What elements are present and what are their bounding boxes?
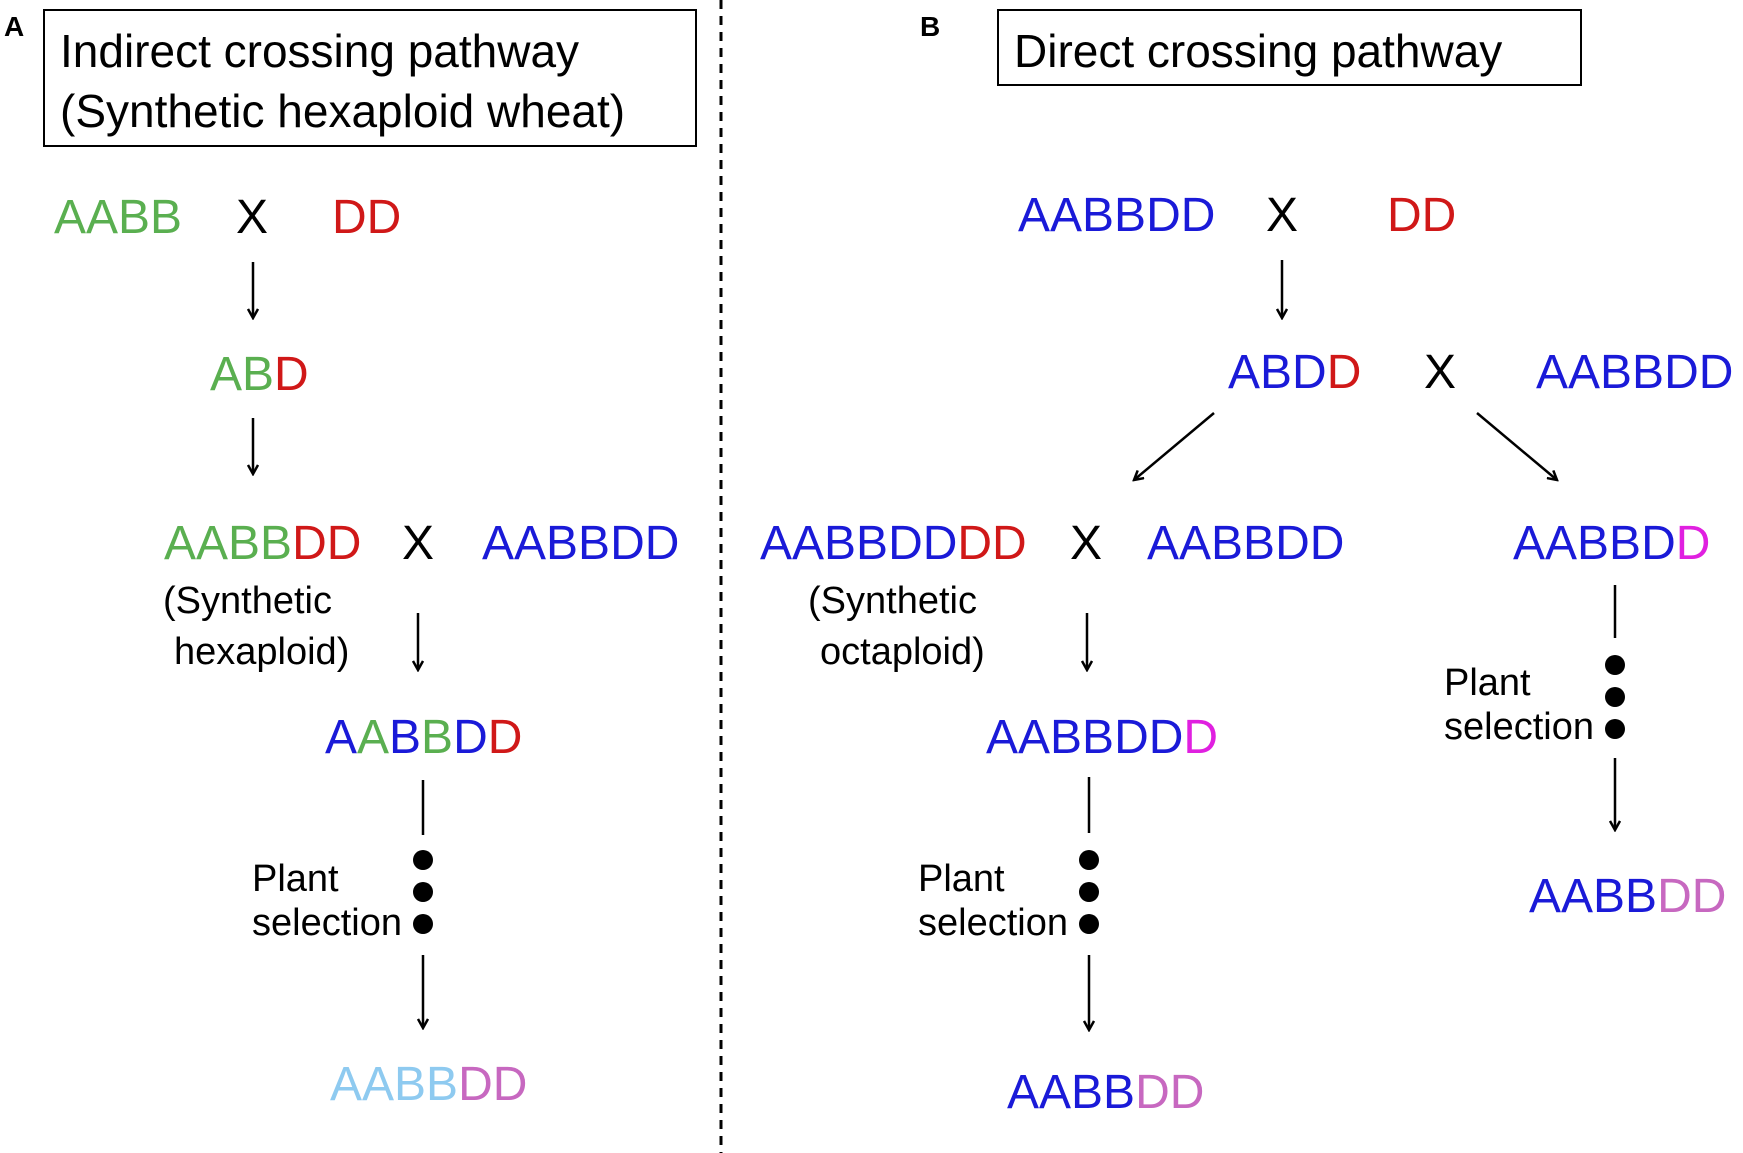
a-dot1 — [413, 850, 433, 870]
b-recurrent2: AABBDD — [1147, 517, 1344, 570]
b-right-f1-segment-1: D — [1676, 517, 1711, 570]
a-dot3 — [413, 914, 433, 934]
b-arrow-right — [1476, 412, 1557, 480]
b-octaploid-segment-1: DD — [957, 517, 1026, 570]
b-right-dot2 — [1605, 687, 1625, 707]
b-left-final: AABBDD — [1007, 1066, 1204, 1119]
b-hybrid-segment-1: D — [1327, 346, 1362, 399]
a-f1-segment-0: A — [325, 711, 357, 764]
b-recurrent-segment-0: AABBDD — [1536, 346, 1733, 399]
a-final-segment-1: DD — [458, 1058, 527, 1111]
a-f1-segment-3: B — [421, 711, 453, 764]
b-right-f1: AABBDD — [1513, 517, 1710, 570]
b-left-dot1 — [1079, 850, 1099, 870]
b-right-selection-line2: selection — [1444, 706, 1594, 748]
b-parent2: DD — [1387, 189, 1456, 242]
b-recurrent2-segment-0: AABBDD — [1147, 517, 1344, 570]
b-left-selection-line1: Plant — [918, 858, 1005, 900]
b-left-selection-line2: selection — [918, 902, 1068, 944]
b-parent1-segment-0: AABBDD — [1018, 189, 1215, 242]
b-cross3: X — [1070, 517, 1102, 570]
a-f1-segment-5: D — [488, 711, 523, 764]
a-synthetic-segment-1: DD — [292, 517, 361, 570]
a-dot2 — [413, 882, 433, 902]
a-parent1-segment-0: AABB — [54, 191, 182, 244]
a-selection-line2: selection — [252, 902, 402, 944]
a-parent2-segment-0: DD — [332, 191, 401, 244]
b-hybrid: ABDD — [1228, 346, 1361, 399]
b-cross1: X — [1266, 189, 1298, 242]
a-parent2: DD — [332, 191, 401, 244]
b-octaploid-segment-0: AABBDD — [760, 517, 957, 570]
panel-b-title-box — [997, 9, 1582, 86]
panel-b-letter: B — [920, 11, 940, 42]
a-synthetic-note-line1: (Synthetic — [163, 580, 332, 622]
b-left-final-segment-1: DD — [1135, 1066, 1204, 1119]
panel-a-title-line2: (Synthetic hexaploid wheat) — [60, 85, 625, 137]
a-final: AABBDD — [330, 1058, 527, 1111]
b-recurrent: AABBDD — [1536, 346, 1733, 399]
a-selection-line1: Plant — [252, 858, 339, 900]
a-f1-segment-4: D — [453, 711, 488, 764]
a-cross2: X — [402, 517, 434, 570]
a-f1-segment-1: A — [357, 711, 389, 764]
b-left-f1-segment-0: AABBDD — [986, 711, 1183, 764]
b-left-dot3 — [1079, 914, 1099, 934]
a-cross1: X — [236, 191, 268, 244]
a-recurrent: AABBDD — [482, 517, 679, 570]
b-left-dot2 — [1079, 882, 1099, 902]
b-parent1: AABBDD — [1018, 189, 1215, 242]
b-parent2-segment-0: DD — [1387, 189, 1456, 242]
a-parent1: AABB — [54, 191, 182, 244]
panel-a-title-line1: Indirect crossing pathway — [60, 25, 579, 77]
panel-a-letter: A — [4, 11, 24, 42]
b-right-dot1 — [1605, 655, 1625, 675]
a-f1: AABBDD — [325, 711, 522, 764]
a-f1-segment-2: B — [389, 711, 421, 764]
b-cross2: X — [1424, 346, 1456, 399]
a-synthetic-note-line2: hexaploid) — [174, 631, 349, 673]
a-recurrent-segment-0: AABBDD — [482, 517, 679, 570]
panel-b-title: Direct crossing pathway — [1014, 25, 1502, 77]
b-octaploid-note-line2: octaploid) — [820, 631, 985, 673]
b-hybrid-segment-0: ABD — [1228, 346, 1327, 399]
a-synthetic: AABBDD — [164, 517, 361, 570]
b-right-dot3 — [1605, 719, 1625, 739]
b-arrow-left — [1134, 412, 1215, 480]
a-hybrid: ABD — [210, 348, 309, 401]
b-left-final-segment-0: AABB — [1007, 1066, 1135, 1119]
b-right-final-segment-0: AABB — [1529, 870, 1657, 923]
b-right-f1-segment-0: AABBD — [1513, 517, 1676, 570]
panel-a-title-box — [43, 9, 697, 147]
b-right-final: AABBDD — [1529, 870, 1726, 923]
a-final-segment-0: AABB — [330, 1058, 458, 1111]
b-octaploid-note-line1: (Synthetic — [808, 580, 977, 622]
a-synthetic-segment-0: AABB — [164, 517, 292, 570]
b-right-final-segment-1: DD — [1657, 870, 1726, 923]
b-left-f1-segment-1: D — [1183, 711, 1218, 764]
a-hybrid-segment-0: AB — [210, 348, 274, 401]
b-left-f1: AABBDDD — [986, 711, 1218, 764]
b-octaploid: AABBDDDD — [760, 517, 1027, 570]
b-right-selection-line1: Plant — [1444, 662, 1531, 704]
a-hybrid-segment-1: D — [274, 348, 309, 401]
